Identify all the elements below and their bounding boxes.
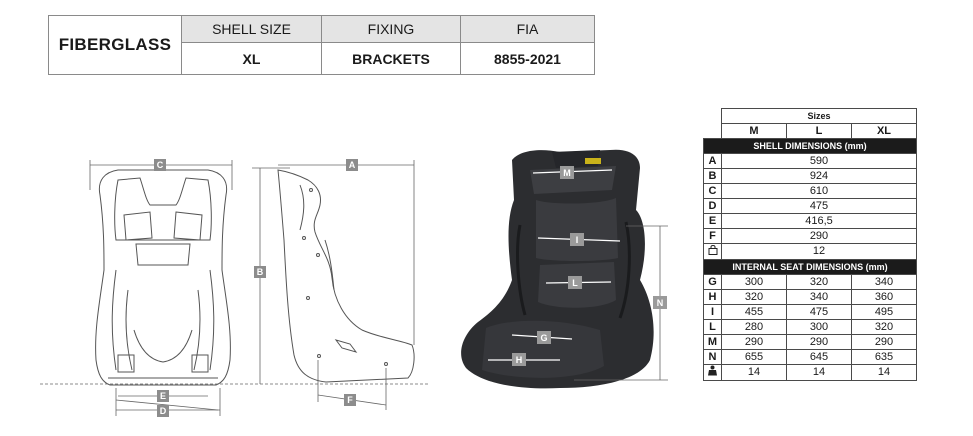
fixing-value: BRACKETS <box>321 42 461 75</box>
size-col-l: L <box>786 123 852 139</box>
label-g: G <box>537 331 551 344</box>
label-c: C <box>154 159 166 171</box>
svg-text:B: B <box>257 267 264 277</box>
fia-header: FIA <box>460 15 595 43</box>
table-row: D 475 <box>703 198 917 214</box>
front-view-drawing <box>95 169 231 386</box>
size-col-m: M <box>721 123 787 139</box>
sizes-header: Sizes <box>721 108 917 124</box>
label-n: N <box>653 296 667 309</box>
dimensions-table: Sizes M L XL SHELL DIMENSIONS (mm) A 590… <box>703 108 917 381</box>
table-row: 14 14 14 <box>703 364 917 381</box>
table-row: C 610 <box>703 183 917 199</box>
svg-text:I: I <box>576 235 579 245</box>
table-row: E 416,5 <box>703 213 917 229</box>
internal-dimensions-title: INTERNAL SEAT DIMENSIONS (mm) <box>703 259 917 275</box>
svg-text:L: L <box>572 278 578 288</box>
label-m: M <box>560 166 574 179</box>
svg-text:D: D <box>160 406 167 416</box>
seat-drawings: C E D A B F <box>40 149 668 417</box>
seat-photo <box>461 149 654 389</box>
label-b: B <box>254 266 266 278</box>
shell-dimensions-title: SHELL DIMENSIONS (mm) <box>703 138 917 154</box>
svg-text:N: N <box>657 298 664 308</box>
size-col-xl: XL <box>851 123 917 139</box>
svg-text:A: A <box>349 160 356 170</box>
fixing-header: FIXING <box>321 15 461 43</box>
label-h: H <box>512 353 526 366</box>
label-a: A <box>346 159 358 171</box>
label-l: L <box>568 276 582 289</box>
table-row: H 320 340 360 <box>703 289 917 305</box>
material-cell: FIBERGLASS <box>48 15 182 75</box>
label-f: F <box>344 394 356 406</box>
table-row: G 300 320 340 <box>703 274 917 290</box>
table-row: L 280 300 320 <box>703 319 917 335</box>
svg-text:C: C <box>157 160 164 170</box>
label-e: E <box>157 390 169 402</box>
table-row: N 655 645 635 <box>703 349 917 365</box>
svg-text:G: G <box>540 333 547 343</box>
svg-text:E: E <box>160 391 166 401</box>
shell-size-header: SHELL SIZE <box>181 15 322 43</box>
table-row: F 290 <box>703 228 917 244</box>
svg-text:F: F <box>347 395 353 405</box>
corner-cell <box>703 108 722 139</box>
spec-table: FIBERGLASS SHELL SIZE FIXING FIA XL BRAC… <box>48 15 595 75</box>
table-row: 12 <box>703 243 917 260</box>
shell-size-value: XL <box>181 42 322 75</box>
svg-text:H: H <box>516 355 523 365</box>
svg-text:M: M <box>563 168 571 178</box>
fia-value: 8855-2021 <box>460 42 595 75</box>
table-row: I 455 475 495 <box>703 304 917 320</box>
table-row: M 290 290 290 <box>703 334 917 350</box>
lock-icon <box>703 243 722 260</box>
table-row: A 590 <box>703 153 917 169</box>
table-row: B 924 <box>703 168 917 184</box>
weight-icon <box>703 364 722 381</box>
label-i: I <box>570 233 584 246</box>
label-d: D <box>157 405 169 417</box>
side-view-drawing <box>277 169 415 383</box>
